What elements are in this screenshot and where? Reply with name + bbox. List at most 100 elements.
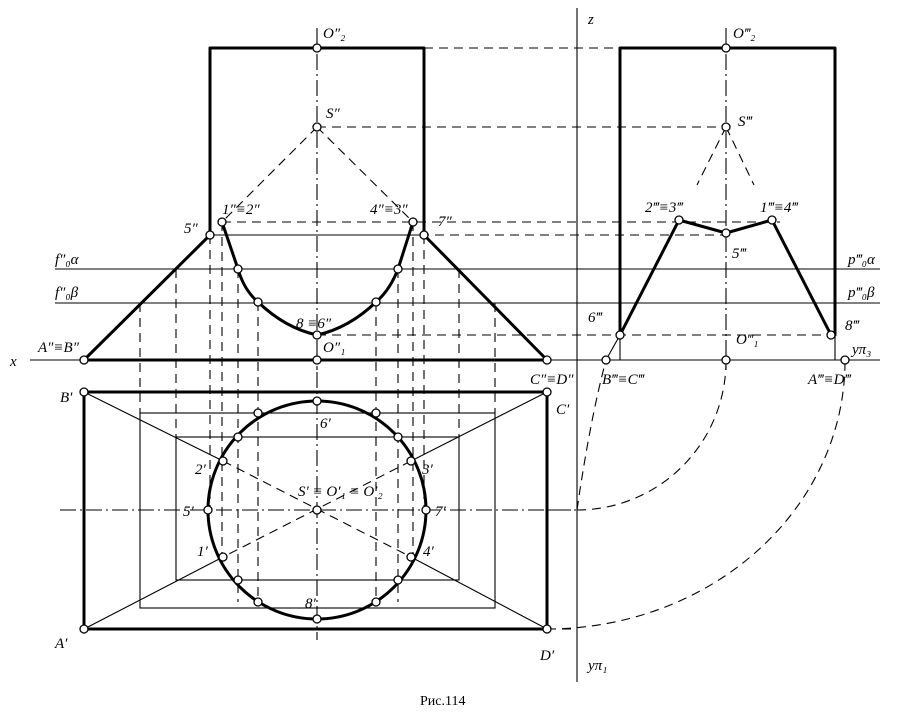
- pt-Dp: [542, 624, 552, 634]
- label-BCppp: B‴≡C‴: [602, 372, 646, 388]
- pt-Cp: [542, 387, 552, 397]
- pt-8ppp: [826, 330, 836, 340]
- pt-t4: [371, 408, 381, 418]
- label-Bp: B′: [60, 390, 73, 406]
- frustum-right-edge: [422, 233, 549, 362]
- pt-BCppp: [601, 355, 611, 365]
- arc-inner: [576, 360, 727, 511]
- label-5p: 5′: [183, 504, 195, 520]
- label-8p: 8′: [305, 596, 317, 612]
- pt-6p-top: [312, 396, 322, 406]
- label-2p: 2′: [195, 462, 207, 478]
- pt-t3: [253, 408, 263, 418]
- label-7p: 7′: [435, 504, 447, 520]
- label-5pp: 5″: [184, 221, 199, 237]
- label-5ppp: 5‴: [732, 246, 748, 262]
- point-markers: [79, 43, 850, 634]
- side-view: [577, 28, 880, 370]
- front-view: [55, 28, 835, 370]
- side-apex-left: [696, 126, 727, 186]
- label-O2ppp: O‴₂: [733, 26, 755, 42]
- pt-c1: [233, 264, 243, 274]
- pt-CDpp: [542, 355, 552, 365]
- label-ABpp: A″≡B″: [37, 340, 80, 356]
- label-14ppp: 1‴≡4‴: [760, 200, 799, 216]
- pt-center: [312, 505, 322, 515]
- label-23ppp: 2‴≡3‴: [645, 200, 684, 216]
- pt-Bp: [79, 387, 89, 397]
- diag-B: [83, 391, 224, 462]
- label-p0b: p‴₀β: [847, 285, 875, 301]
- pt-t5: [233, 575, 243, 585]
- label-f0a: f″₀α: [55, 252, 80, 268]
- label-O1ppp: O‴₁: [736, 332, 758, 348]
- label-p0a: p‴₀α: [847, 252, 876, 268]
- pt-c4: [371, 297, 381, 307]
- label-ypi1: yπ₁: [586, 658, 607, 674]
- pt-c2: [393, 264, 403, 274]
- cylinder-side-outline: [618, 46, 837, 337]
- label-z: z: [587, 12, 594, 28]
- pt-Sppp: [721, 122, 731, 132]
- label-O1pp: O″₁: [323, 340, 345, 356]
- apex-line-left: [221, 126, 318, 223]
- side-link-bc: [605, 334, 621, 361]
- pt-4p: [406, 552, 416, 562]
- pt-ADppp: [840, 355, 850, 365]
- pt-t8: [371, 597, 381, 607]
- pt-23ppp: [674, 215, 684, 225]
- frustum-left-edge: [82, 233, 212, 362]
- label-f0b: f″₀β: [55, 285, 79, 301]
- diag-D: [410, 556, 548, 630]
- label-Sppp: S‴: [738, 114, 754, 130]
- side-apex-right: [725, 126, 755, 186]
- label-6ppp: 6‴: [588, 310, 604, 326]
- pt-t2: [393, 432, 403, 442]
- pt-O1pp: [312, 355, 322, 365]
- pt-Spp: [312, 122, 322, 132]
- transfer-arcs: [546, 359, 846, 630]
- pt-ABpp: [79, 355, 89, 365]
- pt-O1ppp: [721, 355, 731, 365]
- pt-t1: [233, 432, 243, 442]
- figure-caption: Рис.114: [420, 694, 465, 709]
- pt-43pp: [408, 217, 418, 227]
- pt-1p: [218, 552, 228, 562]
- arc-outer: [546, 360, 846, 630]
- label-12pp: 1″≡2″: [222, 202, 260, 218]
- pt-14ppp: [767, 215, 777, 225]
- label-ypi3: yπ₃: [850, 342, 871, 358]
- label-Spp: S″: [326, 106, 341, 122]
- label-x: x: [9, 354, 17, 370]
- pt-O2ppp: [721, 43, 731, 53]
- pt-Ap: [79, 624, 89, 634]
- label-SOOp: S′ ≡ O′₁ ≡ O′₂: [298, 484, 383, 500]
- label-86pp: 8 ≡6″: [296, 316, 332, 332]
- label-6p: 6′: [320, 416, 332, 432]
- diag-C: [410, 391, 548, 462]
- label-Cp: C′: [556, 402, 570, 418]
- apex-line-right: [316, 126, 414, 223]
- pt-t7: [253, 597, 263, 607]
- label-Ap: A′: [54, 636, 68, 652]
- label-O2pp: O″₂: [323, 26, 345, 42]
- pt-5p: [203, 505, 213, 515]
- label-ADppp: A‴≡D‴: [807, 372, 852, 388]
- label-43pp: 4″≡3″: [370, 202, 408, 218]
- label-8ppp: 8‴: [845, 318, 861, 334]
- pt-t6: [393, 575, 403, 585]
- label-7pp: 7″: [438, 214, 453, 230]
- label-3p: 3′: [421, 462, 434, 478]
- pt-2p: [218, 456, 228, 466]
- pt-c3: [253, 297, 263, 307]
- pt-7pp: [419, 230, 429, 240]
- pt-86pp: [312, 330, 322, 340]
- pt-5ppp: [721, 228, 731, 238]
- pt-12pp: [217, 217, 227, 227]
- labels: O″₂ S″ 1″≡2″ 4″≡3″ 5″ 7″ f″₀α f″₀β 8 ≡6″…: [9, 12, 876, 709]
- pt-O2pp: [312, 43, 322, 53]
- pt-3p: [406, 456, 416, 466]
- diag-A: [83, 556, 224, 630]
